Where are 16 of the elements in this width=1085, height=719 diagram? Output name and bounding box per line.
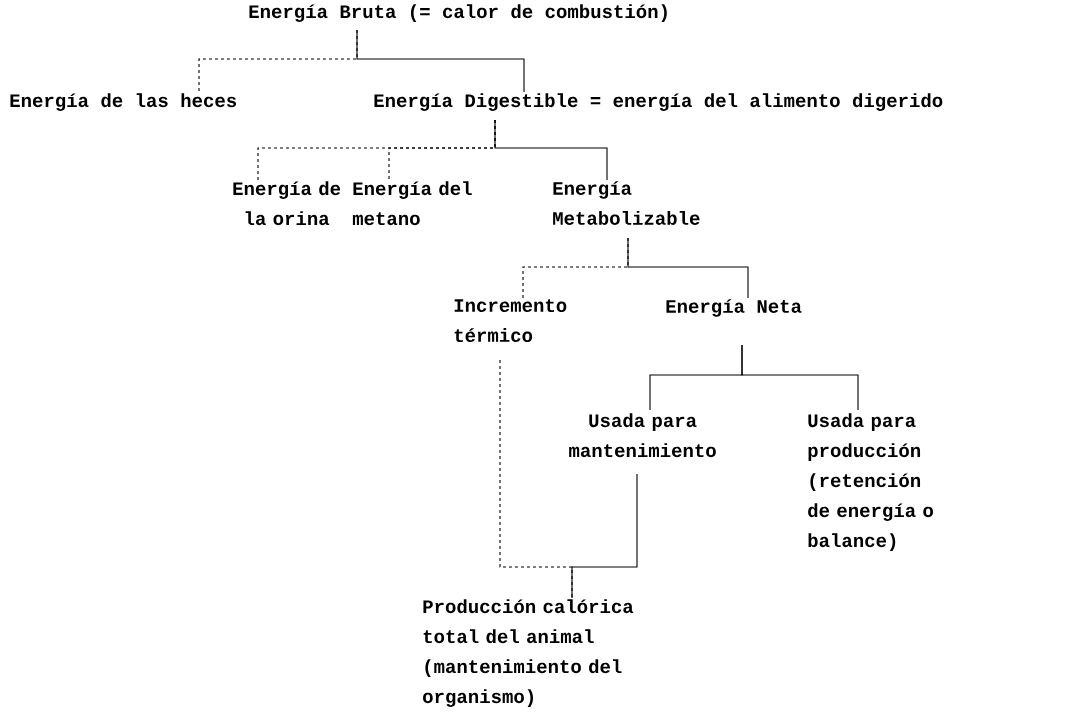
node-text: Producción calórica total del animal (mantenimiento del organismo) (423, 599, 634, 707)
bracket-line (627, 237, 749, 299)
node-text: Energía Neta (666, 299, 802, 317)
node-text: Energía Bruta (= calor de combustión) (249, 4, 667, 22)
node-text: Energía del metano (352, 181, 472, 226)
bracket-line (494, 119, 608, 181)
node-text: Energía Digestible = energía del alimento digerido (374, 93, 943, 111)
node-text: Energía de las heces (10, 93, 237, 111)
bracket-line (741, 344, 859, 411)
node-text: Usada para mantenimiento (569, 413, 716, 458)
node-text: Incremento térmico (454, 299, 567, 343)
bracket-line (571, 473, 638, 599)
node-text: Energía de la orina (233, 181, 341, 226)
node-text: Usada para producción (retención de energía o balance) (808, 413, 933, 551)
node-text: Energía Metabolizable (553, 181, 700, 225)
bracket-line (356, 29, 525, 93)
